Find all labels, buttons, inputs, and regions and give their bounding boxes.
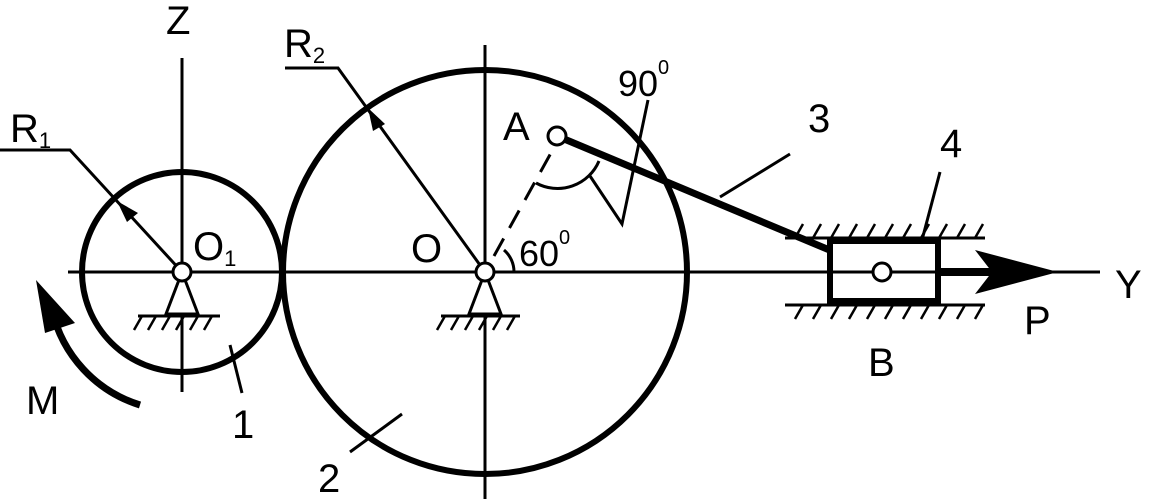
- angle-90-arc: [535, 160, 601, 190]
- gear-2-circle: [280, 67, 690, 477]
- force-p-label: P: [1024, 299, 1051, 343]
- part-1-leader: [228, 344, 244, 394]
- moment-m-arrowhead: [36, 280, 75, 333]
- joint-o1: [171, 261, 193, 283]
- angle-90-leader: [588, 99, 650, 228]
- joint-b: [871, 261, 893, 283]
- r1-arrowhead: [117, 201, 138, 222]
- dashed-oa-line: [492, 141, 559, 257]
- y-axis-label: Y: [1115, 263, 1142, 307]
- angle-60-arc: [502, 248, 516, 273]
- joint-a: [546, 125, 568, 147]
- moment-m-label: M: [26, 379, 59, 423]
- angle-60-label: 600: [519, 227, 570, 274]
- part-2-label: 2: [318, 457, 340, 499]
- force-p-arrowhead: [975, 250, 1058, 294]
- joint-o: [474, 261, 496, 283]
- part-2-leader: [349, 412, 403, 454]
- part-3-label: 3: [808, 97, 830, 141]
- support-o: [435, 267, 520, 331]
- z-axis-label: Z: [166, 0, 190, 43]
- slider-guide-bottom: [785, 303, 985, 320]
- b-label: B: [868, 341, 895, 385]
- r2-arrowhead: [368, 108, 385, 131]
- part-4-label: 4: [940, 122, 962, 166]
- a-label: A: [503, 105, 530, 149]
- o1-label: O1: [193, 225, 236, 271]
- part-1-label: 1: [232, 403, 254, 447]
- r1-leader: [0, 148, 184, 274]
- slider-guide-top: [785, 223, 985, 240]
- r1-label: R1: [10, 107, 51, 153]
- support-o1: [132, 267, 220, 331]
- r2-leader: [285, 66, 487, 273]
- r2-label: R2: [284, 22, 325, 68]
- angle-90-label: 900: [618, 57, 669, 104]
- part-4-leader: [920, 171, 942, 241]
- o-label: O: [411, 227, 442, 271]
- part-3-leader: [719, 152, 791, 199]
